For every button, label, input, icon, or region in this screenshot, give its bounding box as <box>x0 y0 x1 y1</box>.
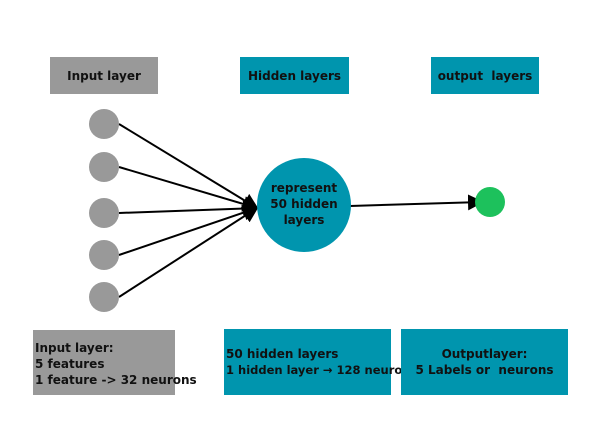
input-node-4 <box>89 240 119 270</box>
output-note-line-1: Outputlayer: <box>441 347 528 361</box>
edge-hidden-to-output <box>349 194 484 211</box>
output-layers-header: output layers <box>431 57 539 94</box>
hidden-layers-header: Hidden layers <box>240 57 349 94</box>
output-node <box>475 187 505 217</box>
hidden-node-label-line-3: layers <box>283 213 325 227</box>
output-layers-header-label: output layers <box>437 68 533 83</box>
output-layer-note: Outputlayer: 5 Labels or neurons <box>401 329 568 395</box>
hidden-note-line-2: 1 hidden layer → 128 neurons <box>226 363 418 377</box>
input-note-line-1: Input layer: <box>35 341 114 355</box>
input-note-line-2: 5 features <box>35 357 105 371</box>
hidden-note-line-1: 50 hidden layers <box>226 347 339 361</box>
hidden-node-label-line-2: 50 hidden <box>270 197 338 211</box>
input-node-1 <box>89 109 119 139</box>
hidden-layer-node <box>257 158 351 252</box>
input-note-line-3: 1 feature -> 32 neurons <box>35 373 197 387</box>
hidden-node-label: represent 50 hidden layers <box>258 180 350 228</box>
hidden-layers-note: 50 hidden layers 1 hidden layer → 128 ne… <box>224 329 418 395</box>
output-note-line-2: 5 Labels or neurons <box>415 363 554 377</box>
edge-input-2-to-hidden <box>118 166 259 212</box>
hidden-node-label-line-1: represent <box>270 181 338 195</box>
input-node-3 <box>89 198 119 228</box>
input-layer-header-label: Input layer <box>67 68 141 83</box>
edge-input-1-to-hidden <box>118 123 259 210</box>
input-node-5 <box>89 282 119 312</box>
input-layer-header: Input layer <box>50 57 158 94</box>
input-layer-note: Input layer: 5 features 1 feature -> 32 … <box>33 330 197 395</box>
input-node-2 <box>89 152 119 182</box>
hidden-layers-header-label: Hidden layers <box>247 68 342 83</box>
edge-input-5-to-hidden <box>118 206 259 298</box>
edge-input-3-to-hidden <box>118 200 259 217</box>
edge-input-4-to-hidden <box>118 204 259 256</box>
